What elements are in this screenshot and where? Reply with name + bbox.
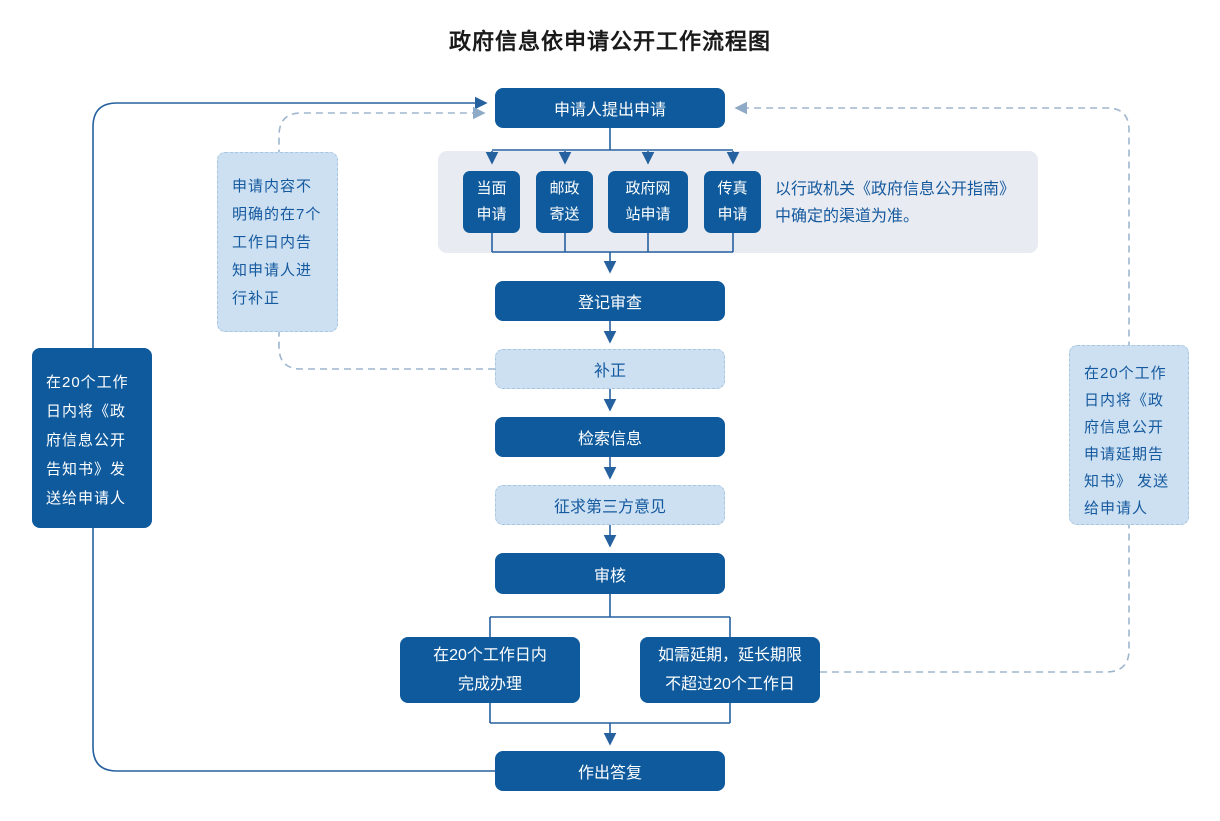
flow-node-retrieve-info: 检索信息: [495, 417, 725, 457]
flow-node-disclosure-notice: 在20个工作 日内将《政 府信息公开 告知书》发 送给申请人: [32, 348, 152, 528]
flow-node-channel-website: 政府网 站申请: [608, 171, 688, 233]
flow-node-extension: 如需延期，延长期限 不超过20个工作日: [640, 637, 820, 703]
flow-node-make-reply: 作出答复: [495, 751, 725, 791]
flow-node-apply-submit: 申请人提出申请: [495, 88, 725, 128]
flow-node-correction: 补正: [495, 349, 725, 389]
flow-node-third-party-opinion: 征求第三方意见: [495, 485, 725, 525]
flow-node-unclear-correction-notice: 申请内容不 明确的在7个 工作日内告 知申请人进 行补正: [217, 152, 338, 332]
flow-node-channel-in-person: 当面 申请: [463, 171, 520, 233]
flow-node-review: 审核: [495, 553, 725, 594]
flow-node-complete-20-days: 在20个工作日内 完成办理: [400, 637, 580, 703]
channel-note-text: 以行政机关《政府信息公开指南》 中确定的渠道为准。: [775, 181, 1016, 225]
flow-node-channel-fax: 传真 申请: [704, 171, 761, 233]
flow-node-delay-notice: 在20个工作 日内将《政 府信息公开 申请延期告 知书》 发送 给申请人: [1069, 345, 1189, 525]
flow-node-register-review: 登记审查: [495, 281, 725, 321]
page-title: 政府信息依申请公开工作流程图: [448, 29, 771, 54]
flow-node-channel-postal: 邮政 寄送: [536, 171, 593, 233]
